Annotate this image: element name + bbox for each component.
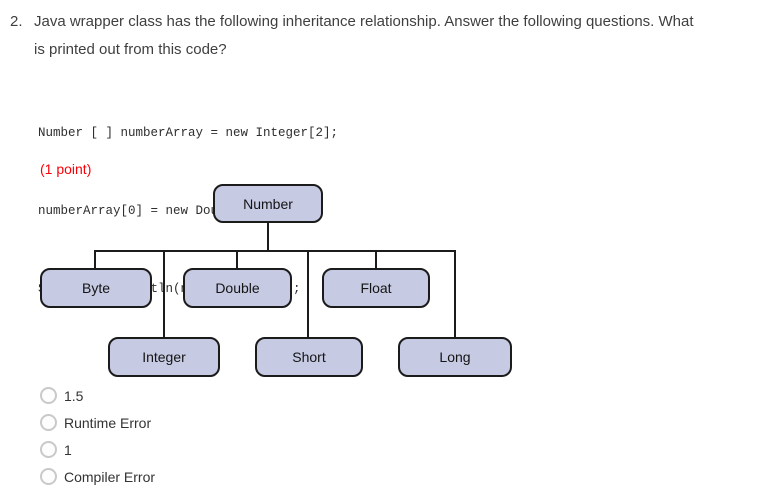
code-line-1: Number [ ] numberArray = new Integer[2];: [38, 126, 339, 140]
code-line-2: numberArray[0] = new Double(1.5);: [38, 204, 286, 218]
radio-button[interactable]: [40, 468, 57, 485]
answer-option-1[interactable]: 1.5: [40, 382, 155, 409]
question-number: 2.: [10, 13, 23, 30]
question-line-1: Java wrapper class has the following inh…: [34, 13, 694, 30]
option-label[interactable]: Runtime Error: [64, 414, 152, 431]
node-long: Long: [398, 337, 512, 377]
connector-drop-long: [454, 250, 456, 338]
radio-button[interactable]: [40, 441, 57, 458]
connector-drop-float: [375, 250, 377, 270]
question-line-2: is printed out from this code?: [34, 41, 227, 58]
option-label[interactable]: Compiler Error: [64, 468, 156, 485]
question-text: Java wrapper class has the following inh…: [34, 8, 694, 64]
radio-button[interactable]: [40, 414, 57, 431]
answer-options: 1.5 Runtime Error 1 Compiler Error: [40, 382, 155, 490]
question-header: 2. Java wrapper class has the following …: [10, 8, 694, 64]
code-line-3: System.out.println(numberArray[0]);: [38, 282, 301, 296]
points-label: (1 point): [40, 161, 92, 177]
option-label[interactable]: 1: [64, 441, 72, 458]
radio-button[interactable]: [40, 387, 57, 404]
option-label[interactable]: 1.5: [64, 387, 84, 404]
answer-option-4[interactable]: Compiler Error: [40, 463, 155, 490]
answer-option-3[interactable]: 1: [40, 436, 155, 463]
node-float: Float: [322, 268, 430, 308]
code-block: Number [ ] numberArray = new Integer[2];…: [38, 68, 338, 354]
answer-option-2[interactable]: Runtime Error: [40, 409, 155, 436]
